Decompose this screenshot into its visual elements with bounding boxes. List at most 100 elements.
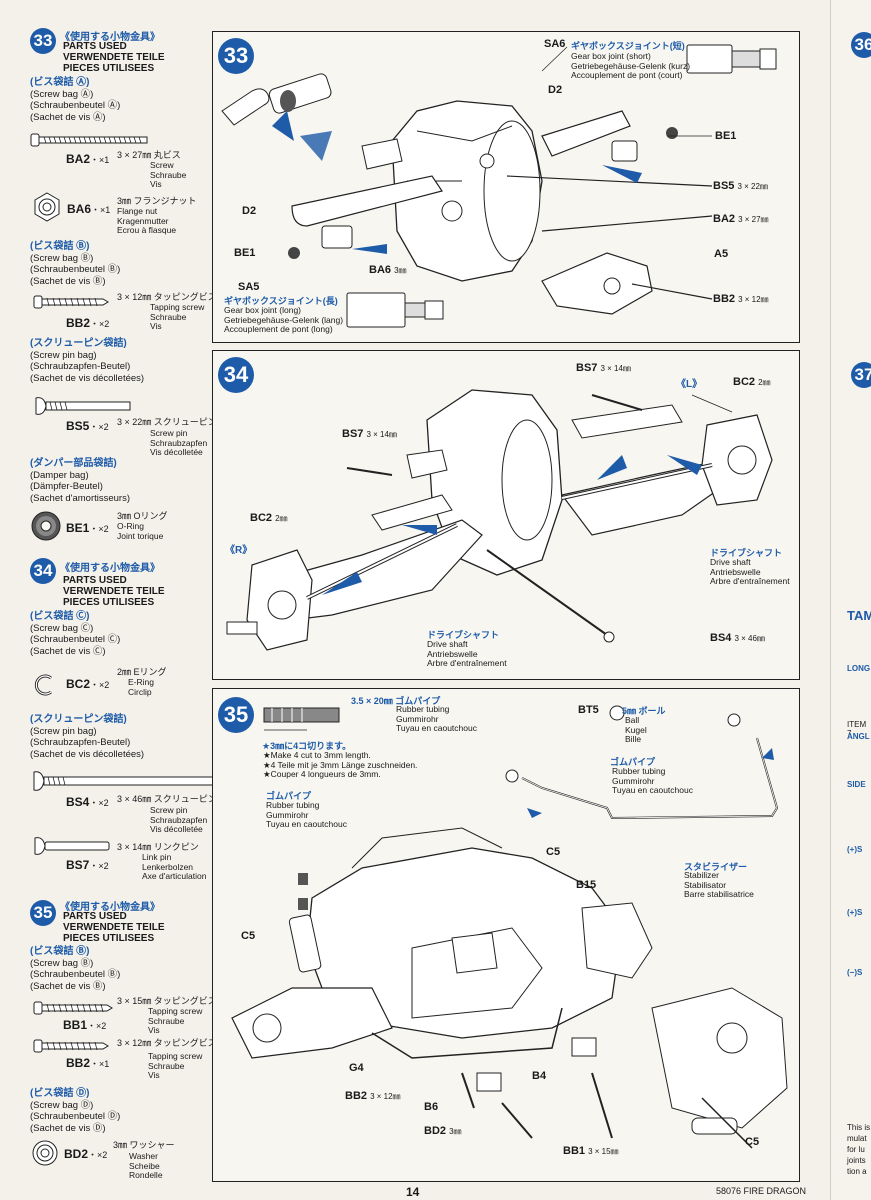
strip-text-2: mulat <box>847 1134 867 1143</box>
g4-label: G4 <box>349 1062 364 1074</box>
bs7-label-a: BS7 3 × 14㎜ <box>576 362 631 374</box>
bs7-spec: 3 × 14㎜ リンクピン <box>117 842 199 852</box>
ba6-spec: 3㎜ フランジナット <box>117 196 197 206</box>
bc2-row: BC2・×2 <box>66 677 110 691</box>
minus-heading: (−)S <box>847 968 863 977</box>
stabilizer-assembly-illustration <box>231 705 788 1149</box>
strip-text-5: tion a <box>847 1167 867 1176</box>
bs5-label: BS5 3 × 22㎜ <box>713 180 768 192</box>
bs5-row: BS5・×2 <box>66 419 109 433</box>
b4-label: B4 <box>532 1070 547 1082</box>
gearbox-assembly-illustration <box>221 44 777 328</box>
tube3-jp: ゴムパイプ <box>610 757 656 767</box>
right-side-marker: 《R》 <box>225 545 253 556</box>
sa5-desc: Gear box joint (long)Getriebegehäuse-Gel… <box>224 305 344 334</box>
bs4-label: BS4 3 × 46㎜ <box>710 632 765 644</box>
bb1-row: BB1・×2 <box>63 1018 107 1032</box>
next-page-edge: 36 37 TAM LONG ITEM 7 ANGL SIDE (+)S (+)… <box>830 0 871 1200</box>
bb2-spec: 3 × 12㎜ タッピングビス <box>117 292 217 302</box>
bag-b-35-block: (ビス袋詰 Ⓑ) (Screw bag Ⓑ) (Schraubenbeutel … <box>30 946 121 992</box>
sa5-jp: ギヤボックスジョイント(長) <box>224 296 338 306</box>
cut-instruction-jp: ★3㎜に4コ切ります。 <box>262 741 352 751</box>
step-35-parts-used: PARTS USED VERWENDETE TEILE PIECES UTILI… <box>63 911 165 944</box>
bag-c-block: (ビス袋詰 Ⓒ) (Screw bag Ⓒ) (Schraubenbeutel … <box>30 611 121 657</box>
bc2-label-a: BC2 2㎜ <box>733 376 771 388</box>
strip-text-4: joints <box>847 1156 866 1165</box>
drive-shaft-a-jp: ドライブシャフト <box>710 548 783 558</box>
c5-label-a: C5 <box>546 846 561 858</box>
be1-label-a: BE1 <box>715 130 737 142</box>
pin-bs4-icon <box>33 771 219 791</box>
plus-heading-1: (+)S <box>847 845 863 854</box>
b15-label: B15 <box>576 879 597 891</box>
pin-bag-34-block: (スクリューピン袋詰) (Screw pin bag) (Schraubzapf… <box>30 714 145 760</box>
step-35-badge: 35 <box>30 900 56 926</box>
step-33-parts-used: PARTS USED VERWENDETE TEILE PIECES UTILI… <box>63 41 165 74</box>
bs4-row: BS4・×2 <box>66 795 109 809</box>
bag-a-block: (ビス袋詰 Ⓐ) (Screw bag Ⓐ) (Schraubenbeutel … <box>30 77 121 123</box>
d2-label-a: D2 <box>548 84 563 96</box>
tube2-jp: ゴムパイプ <box>266 791 312 801</box>
b6-label: B6 <box>424 1101 439 1113</box>
ba2-row: BA2・×1 <box>66 152 110 166</box>
bb2-35-label: BB2 3 × 12㎜ <box>345 1090 401 1102</box>
c5-label-c: C5 <box>745 1136 760 1148</box>
item-label: ITEM 7 <box>847 720 867 738</box>
washer-bd2-icon <box>32 1140 58 1166</box>
sa6-jp: ギヤボックスジョイント(短) <box>571 41 685 51</box>
bb2-row: BB2・×2 <box>66 316 110 330</box>
ba6-row: BA6・×1 <box>67 202 111 216</box>
bd2-spec: 3㎜ ワッシャー <box>113 1140 175 1150</box>
step-34-badge: 34 <box>30 558 56 584</box>
tam-heading: TAM <box>847 608 871 623</box>
bb2-35-row: BB2・×1 <box>66 1056 110 1070</box>
bag-d-block: (ビス袋詰 Ⓓ) (Screw bag Ⓓ) (Schraubenbeutel … <box>30 1088 121 1134</box>
step-37-badge: 37 <box>851 362 871 388</box>
bc2-label-b: BC2 2㎜ <box>250 512 288 524</box>
be1-label-b: BE1 <box>234 247 256 259</box>
bc2-spec: 2㎜ Eリング <box>117 667 167 677</box>
pin-bs5-icon <box>35 397 131 415</box>
angl-heading: ANGL <box>847 732 870 741</box>
bs4-spec: 3 × 46㎜ スクリューピン <box>117 794 217 804</box>
pin-bag-block: (スクリューピン袋詰) (Screw pin bag) (Schraubzapf… <box>30 338 145 384</box>
step-34-parts-used: PARTS USED VERWENDETE TEILE PIECES UTILI… <box>63 575 165 608</box>
screw-bb2-icon <box>33 295 109 309</box>
be1-spec: 3㎜ Oリング <box>117 511 168 521</box>
bs7-label-b: BS7 3 × 14㎜ <box>342 428 397 440</box>
long-heading: LONG <box>847 664 871 673</box>
side-heading: SIDE <box>847 780 866 789</box>
be1-row: BE1・×2 <box>66 521 109 535</box>
step-35-jp-title: 《使用する小物金具》 <box>60 902 160 913</box>
step-34-jp-title: 《使用する小物金具》 <box>60 563 160 574</box>
step-33-jp-title: 《使用する小物金具》 <box>60 32 160 43</box>
a5-label: A5 <box>714 248 729 260</box>
bb2-label: BB2 3 × 12㎜ <box>713 293 769 305</box>
ba6-label: BA6 3㎜ <box>369 264 407 276</box>
page-number: 14 <box>406 1185 420 1199</box>
model-name: 58076 FIRE DRAGON <box>716 1186 807 1196</box>
screw-bb1-icon <box>33 1001 113 1015</box>
bb1-spec: 3 × 15㎜ タッピングビス <box>117 996 217 1006</box>
nut-ba6-icon <box>34 192 60 222</box>
panel-35-badge: 35 <box>218 697 254 733</box>
bd2-row: BD2・×2 <box>64 1147 108 1161</box>
step-33-badge: 33 <box>30 28 56 54</box>
tube-spec-jp: 3.5 × 20㎜ ゴムパイプ <box>351 696 441 706</box>
ering-bc2-icon <box>34 674 52 696</box>
sa6-code: SA6 <box>544 38 566 50</box>
bt5-label: BT5 <box>578 704 599 716</box>
